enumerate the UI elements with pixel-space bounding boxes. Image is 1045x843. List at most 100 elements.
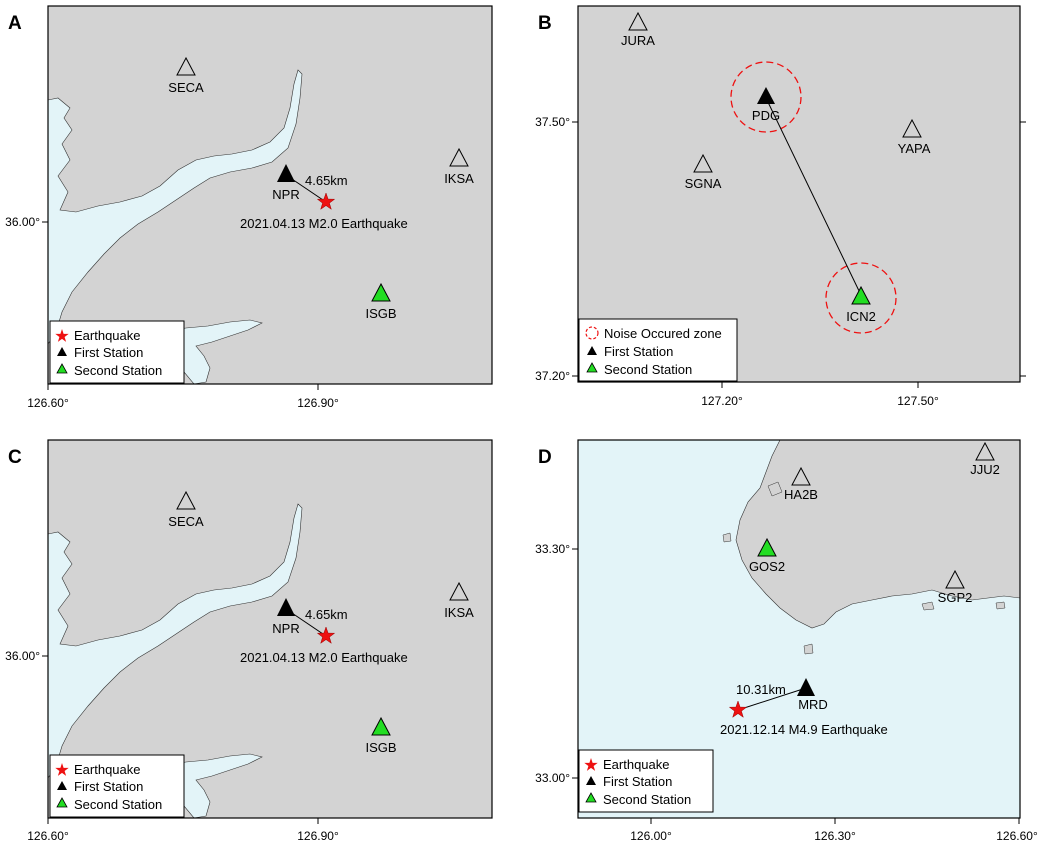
earthquake-star-icon — [728, 700, 748, 718]
panel-a-ytick: 36.00° — [5, 215, 40, 229]
panel-d-xtick: 126.00° — [630, 829, 672, 843]
distance-label: 4.65km — [305, 607, 348, 622]
panel-d-xtick: 126.60° — [996, 829, 1038, 843]
station-iksa-icon — [449, 147, 469, 167]
panel-d-frame — [577, 439, 1021, 819]
panel-d-ytick: 33.30° — [535, 542, 570, 556]
legend-first-station-icon — [587, 346, 597, 355]
station-label: JURA — [621, 33, 655, 48]
panel-d-xtick: 126.30° — [814, 829, 856, 843]
panel-a-xtick: 126.60° — [27, 396, 69, 410]
station-label: IKSA — [444, 171, 474, 186]
station-label: ISGB — [365, 306, 396, 321]
distance-line — [737, 687, 807, 711]
legend-label: First Station — [604, 344, 673, 359]
station-seca-icon — [176, 490, 196, 510]
legend-second-station-icon — [56, 797, 68, 808]
station-ha2b-icon — [791, 466, 811, 486]
earthquake-star-icon — [316, 626, 336, 644]
station-label: SECA — [168, 514, 204, 529]
panel-d-land — [722, 440, 1020, 655]
station-label: SGP2 — [938, 590, 973, 605]
panel-a-legend: Earthquake First Station Second Station — [49, 320, 185, 384]
station-label: SECA — [168, 80, 204, 95]
station-label: ISGB — [365, 740, 396, 755]
panel-d-ytick: 33.00° — [535, 771, 570, 785]
distance-label: 4.65km — [305, 173, 348, 188]
legend-label: Earthquake — [74, 762, 141, 777]
panel-b-frame — [577, 5, 1021, 383]
legend-label: Second Station — [74, 797, 162, 812]
panel-b-ytick: 37.20° — [535, 369, 570, 383]
legend-label: Noise Occured zone — [604, 326, 722, 341]
station-label: JJU2 — [970, 462, 1000, 477]
legend-label: Second Station — [74, 363, 162, 378]
panel-a-letter: A — [8, 13, 22, 34]
panel-b-letter: B — [538, 13, 552, 34]
station-seca-icon — [176, 56, 196, 76]
legend-label: Second Station — [604, 362, 692, 377]
station-label: HA2B — [784, 487, 818, 502]
legend-label: Second Station — [603, 792, 691, 807]
station-yapa-icon — [902, 118, 922, 138]
panel-a-xtick: 126.90° — [297, 396, 339, 410]
noise-zone-pdg — [730, 61, 802, 133]
legend-noise-zone-icon — [585, 326, 599, 340]
station-npr-icon — [277, 598, 295, 616]
legend-second-station-icon — [586, 362, 598, 373]
panel-c-ytick: 36.00° — [5, 649, 40, 663]
station-label: IKSA — [444, 605, 474, 620]
legend-label: Earthquake — [74, 328, 141, 343]
panel-b-legend: Noise Occured zone First Station Second … — [578, 318, 738, 382]
station-label: MRD — [798, 697, 828, 712]
earthquake-label: 2021.04.13 M2.0 Earthquake — [240, 216, 408, 231]
station-pdg-icon — [757, 87, 775, 104]
station-npr-icon — [277, 164, 295, 182]
station-label: GOS2 — [749, 559, 785, 574]
legend-first-station-icon — [57, 781, 67, 790]
station-iksa-icon — [449, 581, 469, 601]
station-sgna-icon — [693, 153, 713, 173]
panel-a: A 126.60° 126.90° 36.00° SECA IKSA NPR 4… — [5, 5, 493, 410]
station-jura-icon — [628, 11, 648, 31]
legend-first-station-icon — [57, 347, 67, 356]
station-mrd-icon — [797, 678, 815, 696]
panel-b: B 127.20° 127.50° 37.50° 37.20° JURA PDG… — [535, 5, 1026, 408]
earthquake-label: 2021.12.14 M4.9 Earthquake — [720, 722, 888, 737]
legend-earthquake-icon — [55, 763, 69, 776]
panel-a-frame — [47, 5, 493, 385]
legend-earthquake-icon — [584, 758, 598, 771]
legend-earthquake-icon — [55, 329, 69, 342]
panel-d-legend: Earthquake First Station Second Station — [578, 749, 714, 813]
station-label: NPR — [272, 187, 299, 202]
legend-label: First Station — [603, 774, 672, 789]
distance-label: 10.31km — [736, 682, 786, 697]
station-sgp2-icon — [945, 569, 965, 589]
panel-d-letter: D — [538, 447, 552, 468]
legend-second-station-icon — [585, 792, 597, 803]
station-jju2-icon — [975, 441, 995, 461]
station-gos2-icon — [757, 537, 777, 557]
panel-c-letter: C — [8, 447, 22, 468]
station-link-line — [765, 97, 862, 296]
station-isgb-icon — [371, 282, 391, 302]
panel-d: D 126.00° 126.30° 126.60° 33.30° 33.00° … — [535, 439, 1038, 843]
legend-label: Earthquake — [603, 757, 670, 772]
legend-label: First Station — [74, 345, 143, 360]
panel-c-legend: Earthquake First Station Second Station — [49, 754, 185, 818]
station-label: PDG — [752, 108, 780, 123]
panel-c: C 126.60° 126.90° 36.00° SECA IKSA NPR 4… — [5, 439, 493, 843]
earthquake-label: 2021.04.13 M2.0 Earthquake — [240, 650, 408, 665]
earthquake-star-icon — [316, 192, 336, 210]
panel-c-xtick: 126.90° — [297, 829, 339, 843]
legend-first-station-icon — [586, 776, 596, 785]
station-label: ICN2 — [846, 309, 876, 324]
station-icn2-icon — [851, 285, 871, 305]
station-label: YAPA — [898, 141, 931, 156]
legend-second-station-icon — [56, 363, 68, 374]
panel-b-xtick: 127.20° — [701, 394, 743, 408]
noise-zone-icn2 — [825, 262, 897, 334]
panel-c-xtick: 126.60° — [27, 829, 69, 843]
legend-label: First Station — [74, 779, 143, 794]
